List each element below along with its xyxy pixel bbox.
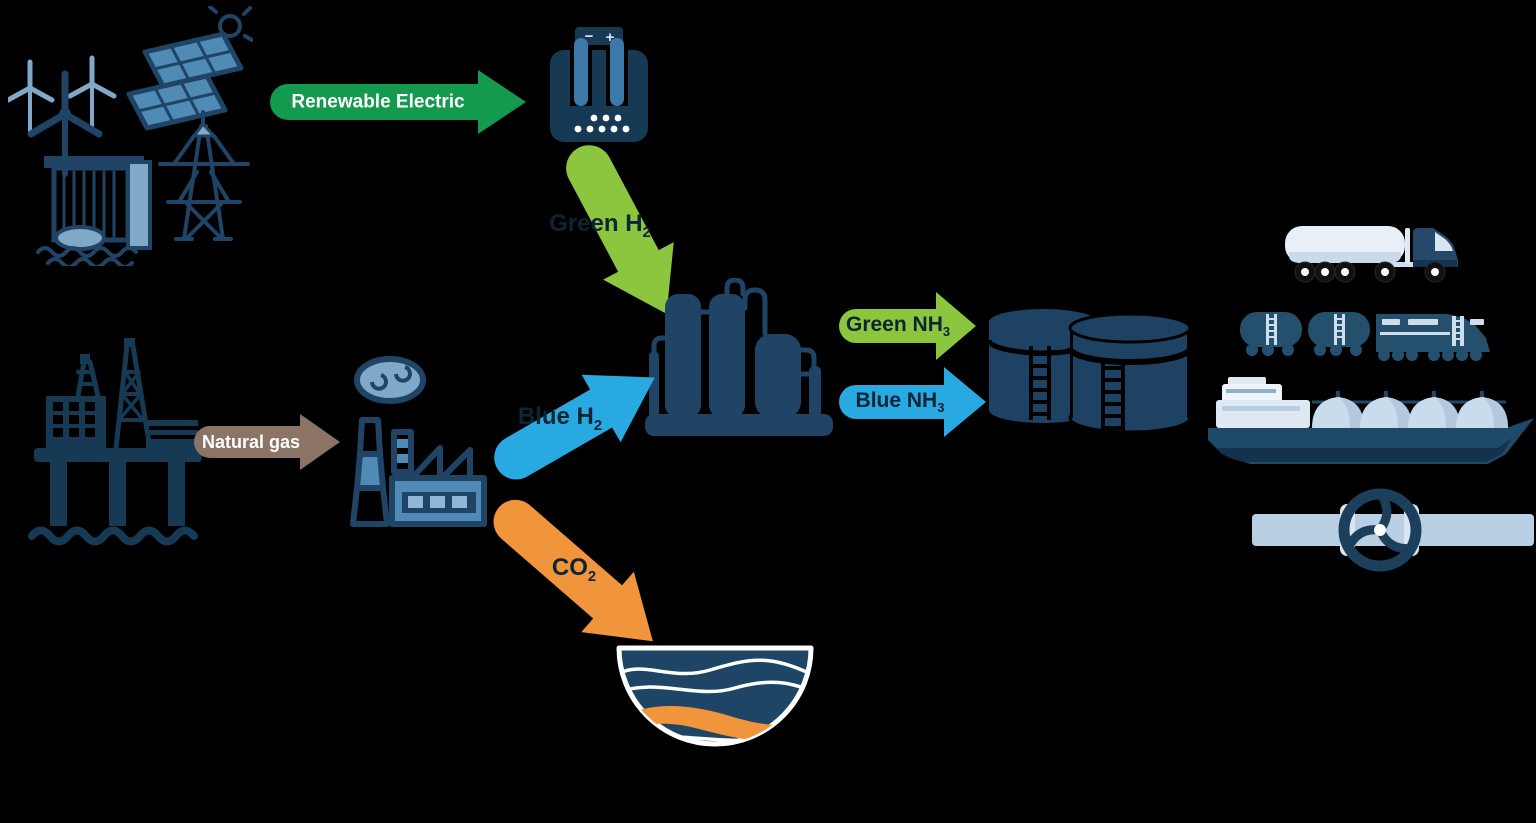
natural-gas-arrow: Natural gas	[194, 410, 342, 474]
pipeline-icon	[1252, 486, 1534, 574]
offshore-rig-icon	[28, 336, 208, 558]
blue-h2-arrow	[478, 344, 675, 503]
ammonia-plant-icon	[645, 278, 833, 436]
renewables-icon	[8, 6, 253, 266]
blue-nh3-arrow: Blue NH3	[838, 365, 988, 439]
renewable-electric-label: Renewable Electric	[291, 91, 465, 113]
train-icon	[1238, 306, 1504, 368]
co2-arrow	[472, 477, 679, 672]
natural-gas-label: Natural gas	[201, 432, 301, 452]
green-h2-arrow	[542, 127, 702, 332]
green-h2-label: Green H2	[549, 210, 651, 241]
gas-plant-icon	[338, 348, 498, 530]
renewable-electric-arrow: Renewable Electric	[268, 64, 530, 140]
green-nh3-arrow: Green NH3	[838, 290, 978, 362]
electrolyzer-icon: − +	[548, 22, 650, 144]
electrolyzer-minus: −	[585, 28, 594, 45]
co2-storage-icon	[615, 642, 815, 764]
blue-h2-label: Blue H2	[517, 403, 603, 434]
co2-label: CO2	[551, 554, 597, 585]
truck-icon	[1283, 220, 1465, 288]
green-nh3-label: Green NH3	[846, 312, 951, 340]
storage-tanks-icon	[985, 300, 1190, 436]
ship-icon	[1208, 376, 1534, 472]
electrolyzer-plus: +	[606, 29, 615, 46]
blue-nh3-label: Blue NH3	[855, 388, 945, 416]
